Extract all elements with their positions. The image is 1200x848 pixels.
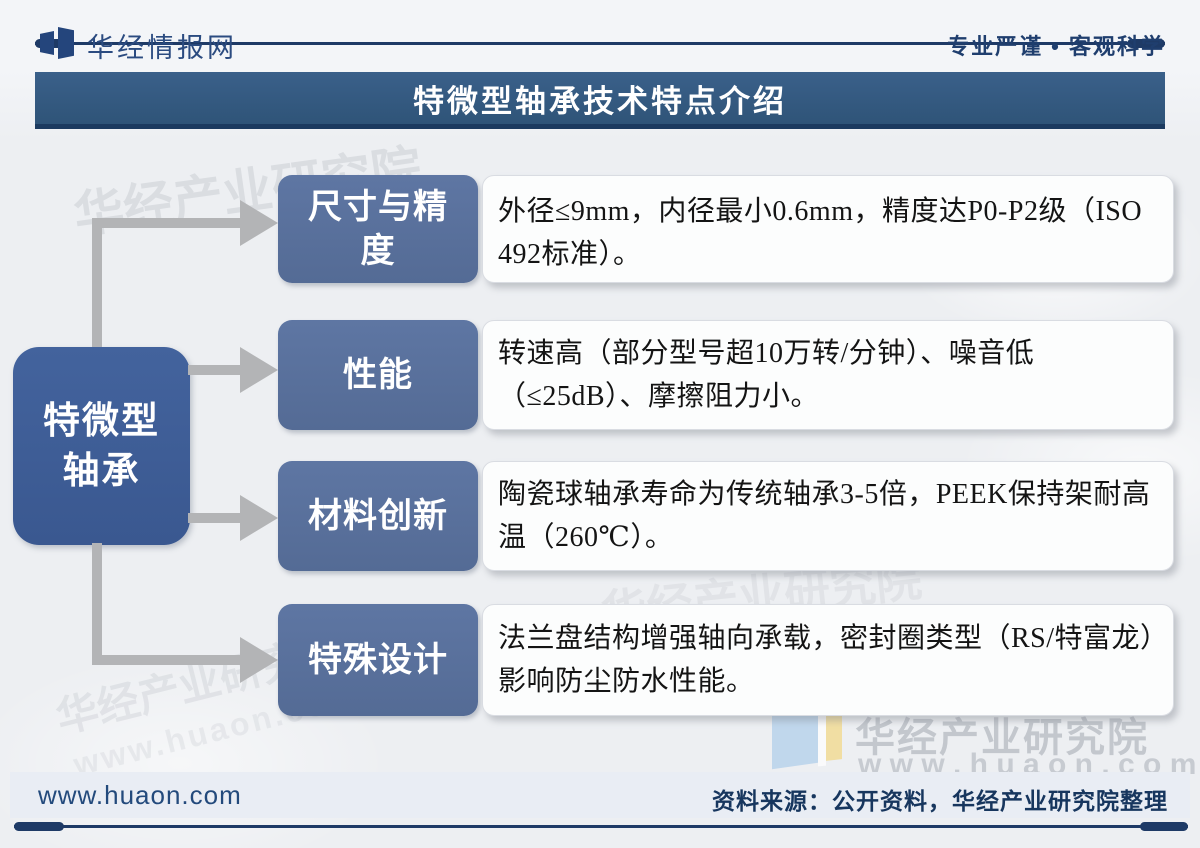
root-node-label-line1: 特微型 (43, 400, 160, 442)
description-text: 转速高（部分型号超10万转/分钟）、噪音低（≤25dB）、摩擦阻力小。 (498, 337, 1035, 412)
description-text: 陶瓷球轴承寿命为传统轴承3-5倍，PEEK保持架耐高温（260℃）。 (498, 478, 1151, 553)
connector-row3-horizontal (188, 513, 240, 523)
connector-row4-horizontal (92, 655, 240, 665)
top-rule (35, 42, 1165, 45)
description-text: 外径≤9mm，内径最小0.6mm，精度达P0-P2级（ISO 492标准）。 (498, 196, 1143, 271)
connector-row4-vertical (92, 543, 102, 665)
connector-row1-vertical (92, 218, 102, 347)
description-card-special-design: 法兰盘结构增强轴向承载，密封圈类型（RS/特富龙）影响防尘防水性能。 (482, 604, 1174, 716)
category-box-performance: 性能 (278, 320, 478, 430)
top-rule-right-nub (1127, 39, 1165, 48)
footer-source: 资料来源：公开资料，华经产业研究院整理 (712, 788, 1168, 814)
arrow-head-row3-icon (240, 495, 278, 541)
arrow-head-row4-icon (240, 637, 278, 683)
connector-row2-horizontal (188, 365, 240, 375)
huajing-logo-icon (38, 24, 78, 62)
arrow-head-row2-icon (240, 347, 278, 393)
arrow-head-row1-icon (240, 200, 278, 246)
header-tagline: 专业严谨 • 客观科学 (947, 34, 1165, 59)
root-node: 特微型 轴承 (13, 347, 190, 545)
page-title: 特微型轴承技术特点介绍 (413, 83, 787, 119)
bottom-rule-left-nub (14, 822, 64, 831)
description-card-size-precision: 外径≤9mm，内径最小0.6mm，精度达P0-P2级（ISO 492标准）。 (482, 175, 1174, 283)
connector-row1-horizontal (92, 218, 240, 228)
description-card-material: 陶瓷球轴承寿命为传统轴承3-5倍，PEEK保持架耐高温（260℃）。 (482, 461, 1174, 571)
title-bar: 特微型轴承技术特点介绍 (35, 72, 1165, 129)
category-box-special-design: 特殊设计 (278, 604, 478, 716)
watermark-org-bottomright: 华经产业研究院 (855, 716, 1149, 760)
category-box-size-precision: 尺寸与精度 (278, 175, 478, 283)
header: 华经情报网 专业严谨 • 客观科学 (35, 20, 1165, 68)
footer-bar: www.huaon.com 资料来源：公开资料，华经产业研究院整理 (10, 772, 1190, 818)
bottom-rule (14, 825, 1188, 828)
top-rule-left-nub (35, 39, 73, 48)
bottom-rule-right-nub (1140, 822, 1188, 831)
description-text: 法兰盘结构增强轴向承载，密封圈类型（RS/特富龙）影响防尘防水性能。 (498, 622, 1155, 697)
description-card-performance: 转速高（部分型号超10万转/分钟）、噪音低（≤25dB）、摩擦阻力小。 (482, 320, 1174, 430)
category-box-material: 材料创新 (278, 461, 478, 571)
root-node-label-line2: 轴承 (62, 450, 141, 491)
footer-website: www.huaon.com (38, 780, 242, 810)
brand-name: 华经情报网 (87, 33, 237, 63)
